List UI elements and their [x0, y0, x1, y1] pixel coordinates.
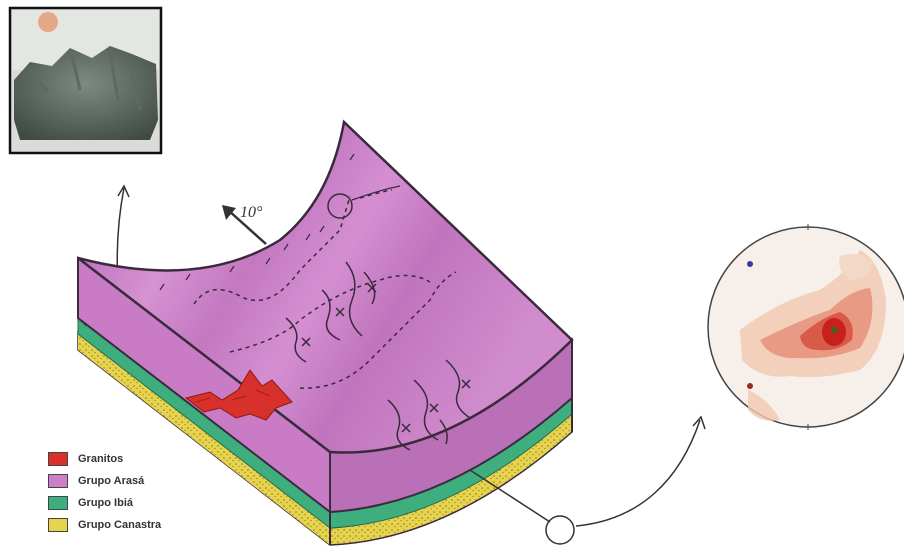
legend-swatch-arasa: [48, 474, 68, 488]
rock-sample-photo: [10, 8, 161, 153]
legend-swatch-ibia: [48, 496, 68, 510]
sample-circle: [546, 516, 574, 544]
legend-item-granitos: Granitos: [48, 448, 161, 470]
legend-swatch-canastra: [48, 518, 68, 532]
coin-scale: [38, 12, 58, 32]
legend-label: Granitos: [78, 453, 123, 465]
pole-point-2: [747, 383, 753, 389]
dip-angle-label: 10°: [240, 204, 262, 222]
legend-swatch-granitos: [48, 452, 68, 466]
legend-item-arasa: Grupo Arasá: [48, 470, 161, 492]
arrow-to-stereonet: [576, 420, 700, 526]
legend-item-ibia: Grupo Ibiá: [48, 492, 161, 514]
pole-point-1: [747, 261, 753, 267]
legend-label: Grupo Arasá: [78, 475, 144, 487]
legend-item-canastra: Grupo Canastra: [48, 514, 161, 536]
legend-label: Grupo Canastra: [78, 519, 161, 531]
legend-label: Grupo Ibiá: [78, 497, 133, 509]
stereonet-plot: [708, 224, 904, 430]
pole-point-max: [831, 327, 837, 333]
legend: Granitos Grupo Arasá Grupo Ibiá Grupo Ca…: [48, 448, 161, 536]
